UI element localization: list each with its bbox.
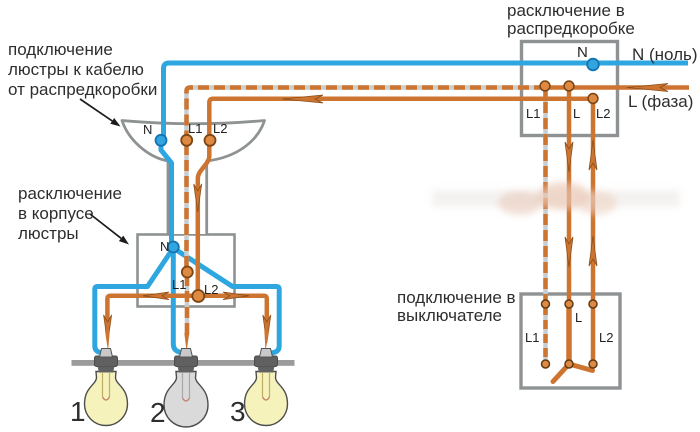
arrow-bulb3-down: [262, 314, 272, 344]
rose-n-label: N: [143, 122, 153, 137]
phase-to-bulb3-wire: [198, 293, 270, 331]
current-arrows: [103, 83, 669, 344]
arrow-line-rose-label: [79, 98, 113, 122]
arrow-body-left: [142, 291, 170, 300]
switch-l2-bottom-terminal: [588, 359, 598, 369]
label-neutral-wire: N (ноль): [632, 45, 698, 64]
label-junction-box-line2: распредкоробке: [507, 19, 635, 38]
arrowhead-body-label: [118, 235, 129, 245]
rose-n-terminal: [154, 133, 168, 147]
neutral-to-bulb1-wire: [92, 246, 176, 356]
arrow-to-rose: [281, 94, 324, 104]
bulb1-filament: [101, 396, 111, 401]
arrow-l-down-2: [564, 236, 574, 268]
arrow-bulb1-down: [103, 314, 112, 344]
switch-l2-label: L2: [599, 330, 614, 345]
label-chandelier-body-line3: люстры: [18, 224, 79, 243]
annotation-arrows: [79, 98, 129, 245]
neutral-rose-to-body-wire: [158, 144, 174, 246]
bulb1-socket: [94, 355, 118, 367]
bulb2-number: 2: [150, 397, 166, 428]
switch-l-bottom-terminal: [564, 359, 574, 369]
body-n-label: N: [160, 239, 170, 254]
wire-end-tapers: [104, 330, 270, 352]
watermark-smudge: [432, 182, 680, 215]
label-chandelier-cable: подключение люстры к кабелю от распредко…: [8, 40, 157, 100]
neutral-to-bulb2-wire: [170, 248, 182, 356]
label-junction-box: расключение в распредкоробке: [507, 2, 635, 38]
label-phase-wire: L (фаза): [628, 92, 694, 111]
switch-l-top-terminal: [564, 299, 574, 309]
rose-l1-terminal: [180, 133, 194, 147]
bulb-2: [163, 348, 209, 428]
body-l1-label: L1: [172, 277, 187, 292]
arrow-l2-up-2: [588, 235, 598, 267]
junction-n-terminal: [586, 57, 600, 72]
label-switch-box-line2: выключателе: [397, 306, 502, 325]
junction-l-terminal: [563, 80, 575, 92]
phase-to-bulb1-wire: [105, 293, 198, 331]
bulb2-filament: [181, 397, 191, 402]
switch-l1-bottom-terminal: [540, 359, 551, 369]
switch-l1-top-terminal: [540, 299, 551, 309]
junction-l2-label: L2: [596, 106, 611, 121]
junction-l1-terminal: [539, 80, 551, 92]
switch-l2-top-terminal: [588, 299, 598, 309]
label-chandelier-body: расключение в корпусе люстры: [18, 184, 122, 244]
body-l1-terminal: [180, 265, 194, 279]
neutral-to-bulb3-wire: [171, 245, 282, 356]
label-chandelier-body-line2: в корпусе: [18, 204, 94, 223]
switch-l1-label: L1: [525, 330, 540, 345]
body-n-terminal: [166, 240, 180, 254]
bulb3-socket: [254, 355, 278, 367]
label-chandelier-cable-line1: подключение: [8, 40, 113, 59]
arrow-phase-in: [626, 83, 669, 92]
body-l2-label: L2: [204, 282, 219, 297]
bulb2-glass: [163, 370, 209, 428]
phase-l2-to-rose-wire: [207, 96, 593, 138]
label-chandelier-cable-line3: от распредкоробки: [8, 80, 158, 99]
bulb1-glass: [83, 370, 129, 427]
phase-l1-to-rose-wire: [184, 85, 545, 138]
rose-l2-terminal: [203, 133, 217, 147]
neutral-main-wire: [161, 60, 688, 138]
rose-l2-label: L2: [213, 121, 228, 136]
bulb-1: [83, 348, 129, 427]
label-junction-box-line1: расключение в: [507, 1, 625, 20]
label-switch-box-line1: подключение в: [397, 288, 516, 307]
label-switch-box: подключение в выключателе: [397, 289, 516, 325]
arrow-stem-down: [193, 183, 203, 213]
bulb3-knob: [258, 348, 274, 358]
bulb3-glass: [243, 370, 289, 427]
arrow-body-right: [222, 291, 250, 300]
arrow-l-down-1: [564, 141, 574, 173]
junction-l-label: L: [573, 106, 581, 121]
label-chandelier-body-line1: расключение: [18, 184, 122, 203]
switch-l-label: L: [575, 310, 583, 325]
bulb3-filament: [261, 396, 271, 401]
arrowhead-rose-label: [110, 118, 121, 127]
arrow-l2-up-1: [588, 139, 598, 171]
junction-l2-terminal: [587, 92, 599, 105]
label-chandelier-cable-line2: люстры к кабелю: [8, 60, 144, 79]
arrow-line-body-label: [89, 213, 122, 239]
junction-l1-label: L1: [526, 106, 541, 121]
bulb2-knob: [178, 348, 194, 358]
ceiling-rose-cup: [120, 119, 266, 234]
phase-dashed-wires: [184, 85, 548, 334]
junction-n-label: N: [577, 44, 588, 61]
bulb1-knob: [98, 348, 114, 358]
neutral-wires: [92, 60, 688, 356]
bulb-3: [243, 348, 289, 427]
bulb3-number: 3: [230, 396, 246, 427]
terminal-dots: [154, 57, 600, 369]
rose-l1-label: L1: [188, 121, 203, 136]
body-l2-terminal: [191, 289, 206, 303]
phase-l2-rose-to-body-wire: [195, 144, 212, 293]
bulb1-number: 1: [70, 396, 86, 427]
bulb2-socket: [174, 355, 198, 367]
